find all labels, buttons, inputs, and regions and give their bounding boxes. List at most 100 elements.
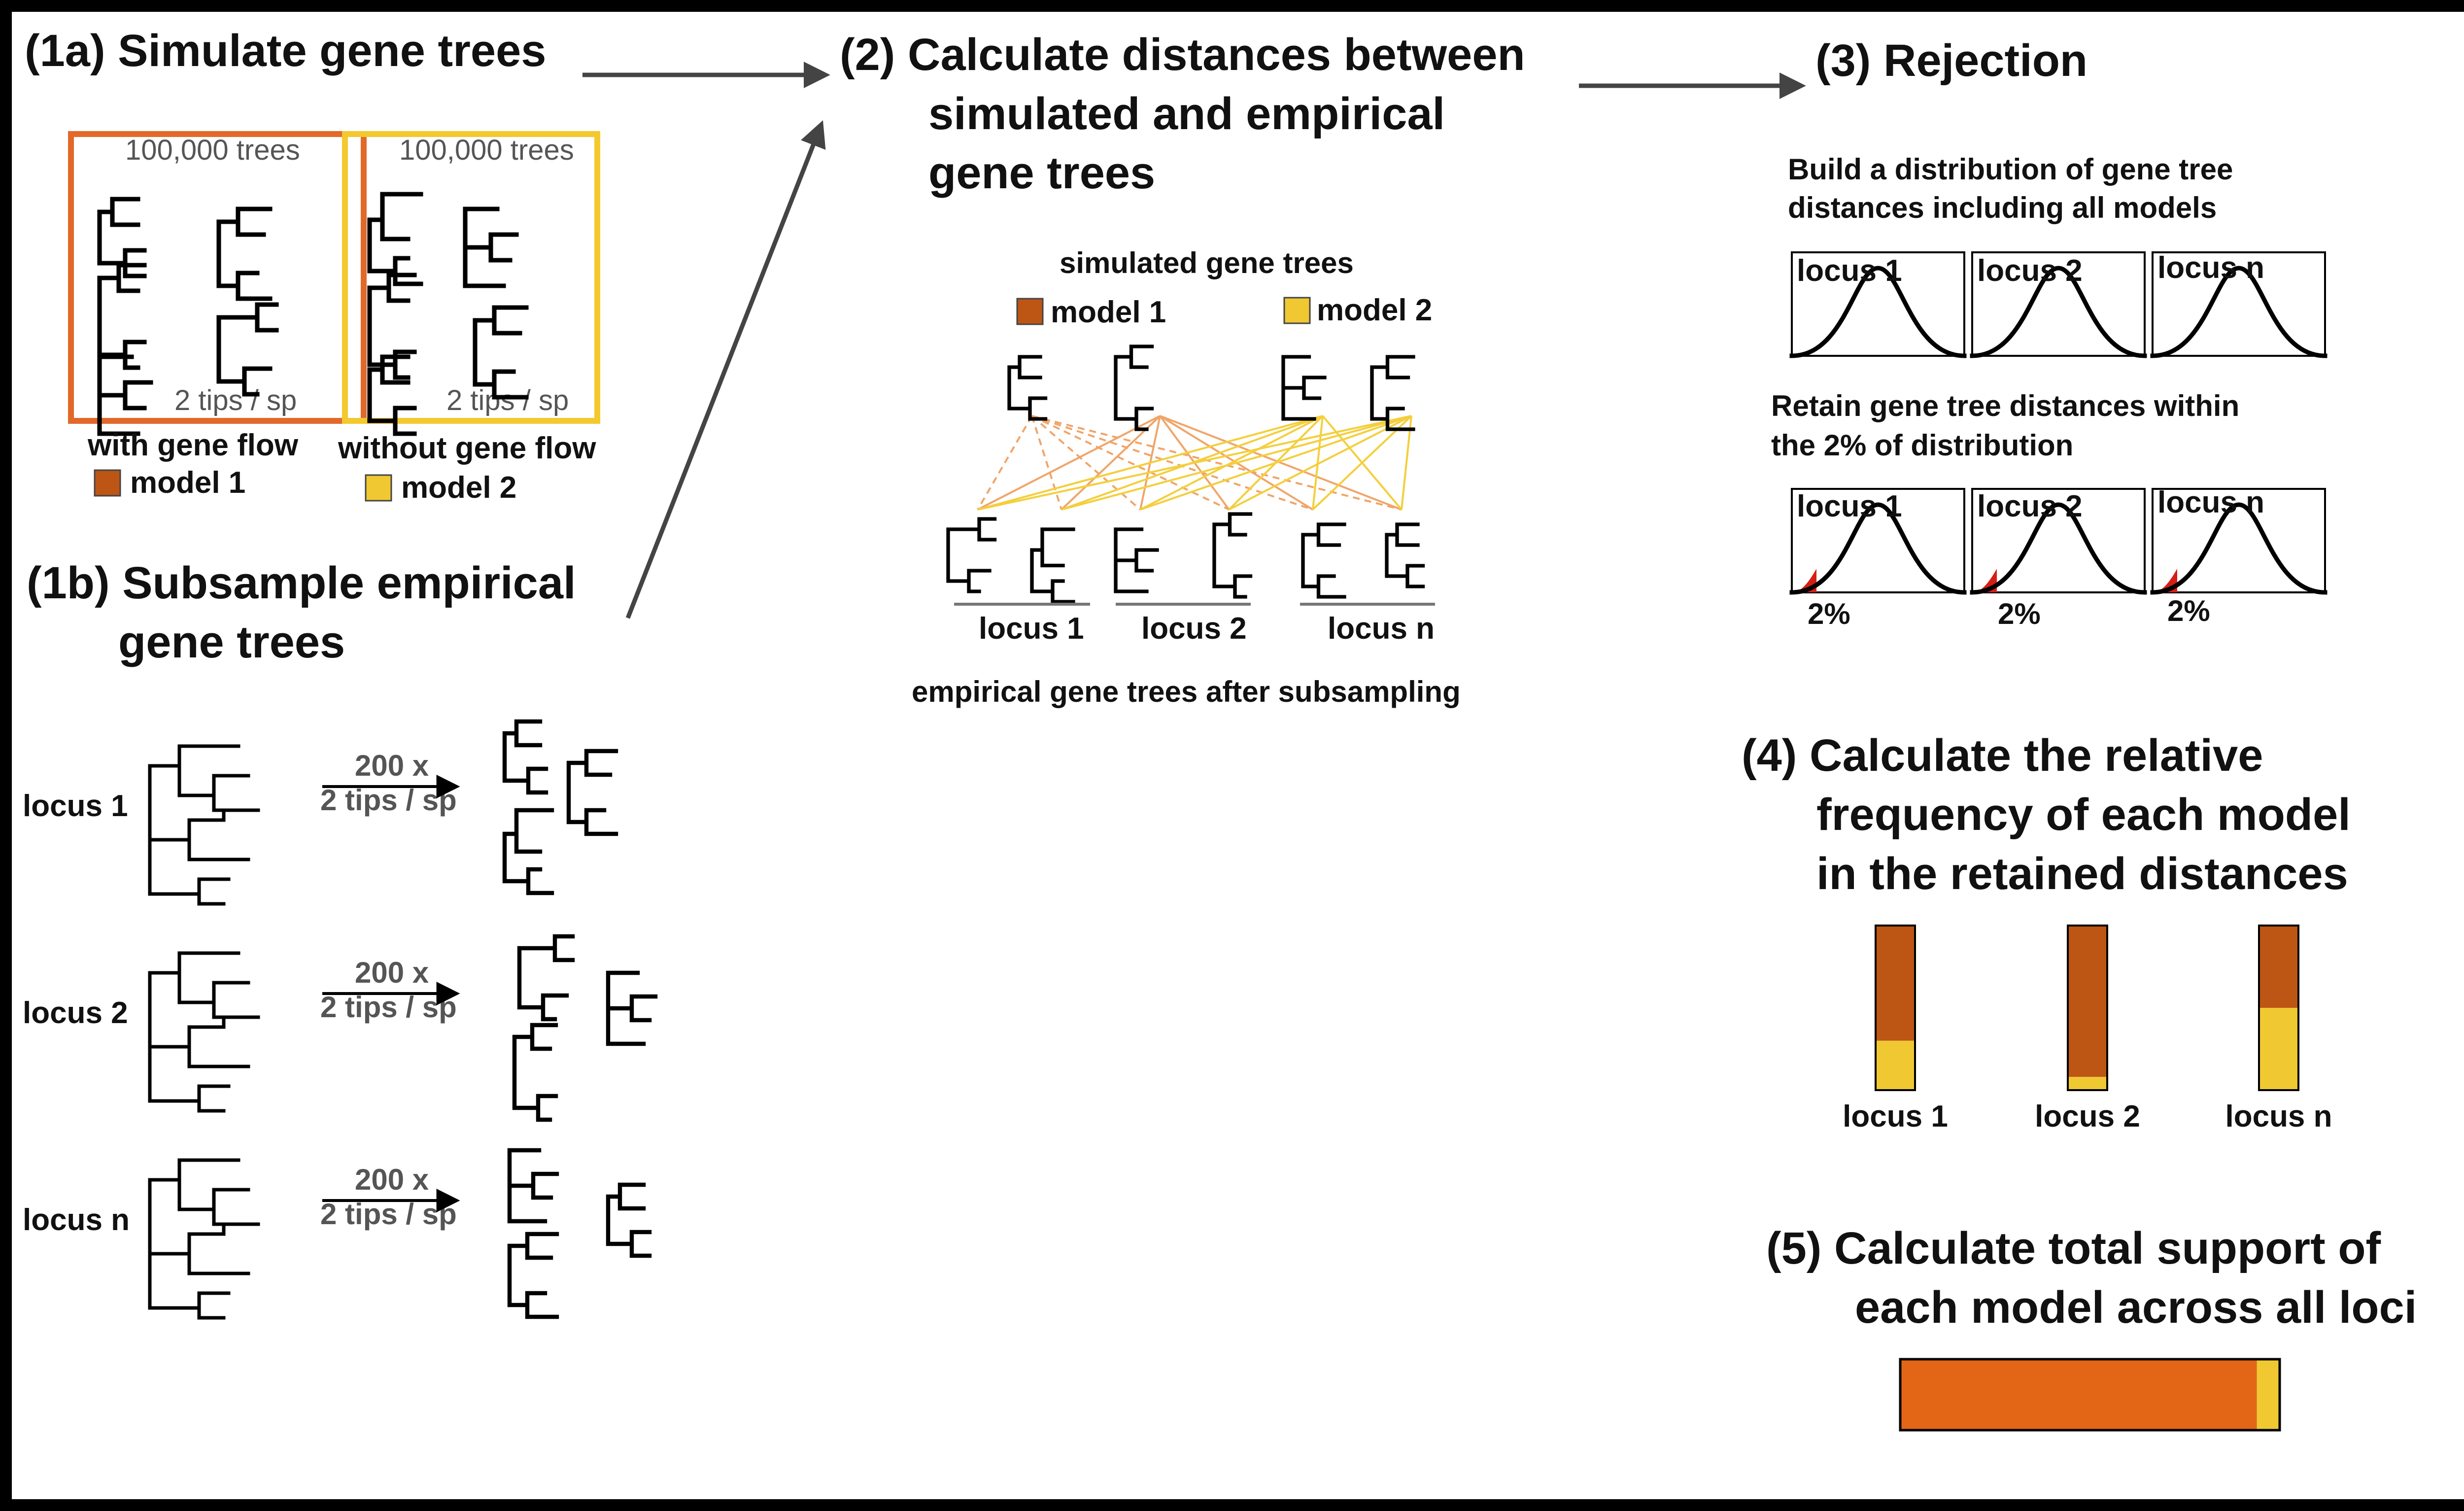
step2-title-line3: gene trees <box>928 148 1155 198</box>
simulated-tree-icon <box>216 206 273 301</box>
freq-bar-model1 <box>1876 926 1915 1041</box>
step3-title: (3) Rejection <box>1815 35 2088 86</box>
distance-line <box>1160 415 1402 511</box>
dist-locus1-label: locus 1 <box>1797 254 1902 288</box>
step2-model2-swatch <box>1283 297 1311 324</box>
step2-locusn-label: locus n <box>1328 612 1435 646</box>
total-bar-outline <box>1899 1358 2281 1432</box>
total-model2-segment <box>2257 1359 2280 1430</box>
step2-simulated-tree-icon <box>1114 344 1154 431</box>
distance-line <box>977 415 1161 511</box>
subsampled-tree-icon <box>502 808 554 895</box>
subsampled-tree-icon <box>507 1232 559 1319</box>
distance-line <box>1140 415 1323 511</box>
distribution-locusn: locus n <box>2150 251 2327 358</box>
threshold-locusn: 2% <box>2167 594 2210 627</box>
empirical-locus-tree-icon <box>148 951 260 1113</box>
simulated-tree-icon <box>216 302 279 397</box>
step2-simulated-tree-icon <box>1007 355 1048 421</box>
simulated-tree-icon <box>97 197 147 278</box>
step2-locus1-label: locus 1 <box>979 612 1084 646</box>
step2-empirical-tree-icon <box>946 517 997 593</box>
total-model1-segment <box>1900 1359 2257 1430</box>
locusn-replicates: 200 x <box>355 1163 429 1196</box>
threshold-locus2: 2% <box>1998 597 2041 630</box>
step2-empirical-tree-icon <box>1301 522 1346 599</box>
distance-line <box>1031 415 1141 511</box>
distance-line <box>1031 415 1313 511</box>
distance-line <box>1140 415 1412 511</box>
step4-title-line2: frequency of each model <box>1816 790 2351 840</box>
distance-line <box>977 415 1033 511</box>
model1-caption: with gene flow <box>87 428 299 462</box>
workflow-diagram: (1a) Simulate gene trees 100,000 trees 1… <box>12 12 2464 1499</box>
distance-line <box>1229 415 1412 511</box>
distance-line <box>1031 415 1230 511</box>
distribution-locus1: locus 1 <box>1789 251 1967 358</box>
step2-empirical-tree-icon <box>1212 512 1253 599</box>
step3-text1-line2: distances including all models <box>1788 191 2217 224</box>
distance-line <box>1061 415 1161 511</box>
empirical-tree-icons <box>148 719 658 1320</box>
freq-bar-model2 <box>2068 1077 2107 1090</box>
distance-line <box>1312 415 1412 511</box>
model1-legend-label: model 1 <box>130 466 245 500</box>
retained-locus2-label: locus 2 <box>1977 489 2083 523</box>
distribution-panels: locus 1 locus 2 locus n <box>1789 251 2327 358</box>
distance-line <box>977 415 1323 511</box>
step2-model1-swatch <box>1016 298 1044 325</box>
freq-bar-outline <box>2258 925 2299 1091</box>
subsampled-tree-icon <box>507 1148 559 1224</box>
distance-line <box>1031 415 1402 511</box>
retained-locusn: locus n 2% <box>2150 485 2327 627</box>
subsampled-tree-icon <box>502 719 548 795</box>
arrow-1b-to-2 <box>625 120 826 619</box>
model2-tree-count: 100,000 trees <box>399 134 574 166</box>
locus2-tips: 2 tips / sp <box>320 991 457 1024</box>
step2-caption: empirical gene trees after subsampling <box>912 675 1461 708</box>
simulated-tree-icon <box>463 206 519 288</box>
dist-locusn-label: locus n <box>2157 251 2264 285</box>
model2-simulation-box <box>342 131 600 424</box>
model1-tips-per-species: 2 tips / sp <box>174 384 297 416</box>
distribution-locus2: locus 2 <box>1970 251 2147 358</box>
simulated-trees-label: simulated gene trees <box>1060 246 1354 279</box>
retained-locus1: locus 1 2% <box>1789 488 1967 630</box>
retained-locus2: locus 2 2% <box>1970 488 2147 630</box>
distance-lines <box>977 415 1412 511</box>
threshold-locus1: 2% <box>1808 597 1850 630</box>
subsampled-tree-icon <box>512 1023 558 1122</box>
model2-tips-per-species: 2 tips / sp <box>446 384 569 416</box>
step1b-title-line2: gene trees <box>118 617 345 667</box>
simulated-tree-icon <box>367 273 417 380</box>
freq-bar-label: locus 2 <box>2035 1099 2140 1133</box>
step4-title-line1: (4) Calculate the relative <box>1742 730 2263 781</box>
subsampled-tree-icon <box>606 970 658 1046</box>
distance-line <box>977 415 1412 511</box>
locus1-tips: 2 tips / sp <box>320 784 457 817</box>
step3-text2-line2: the 2% of distribution <box>1771 429 2073 462</box>
step1a-title: (1a) Simulate gene trees <box>25 26 546 76</box>
step2-empirical-tree-icon <box>1114 527 1159 593</box>
model1-tree-count: 100,000 trees <box>125 134 300 166</box>
empirical-locus-tree-icon <box>148 744 260 906</box>
freq-bar-label: locus 1 <box>1843 1099 1948 1133</box>
model1-simulation-box <box>68 131 367 424</box>
simulated-tree-icons <box>97 192 529 436</box>
locusn-label: locus n <box>23 1203 130 1237</box>
step2-model2-label: model 2 <box>1317 293 1432 327</box>
freq-bar-model2 <box>1876 1040 1915 1090</box>
freq-bar-model1 <box>2068 926 2107 1077</box>
step3-text2-line1: Retain gene tree distances within <box>1771 389 2239 422</box>
step2-locus2-label: locus 2 <box>1141 612 1247 646</box>
locus1-replicates: 200 x <box>355 749 429 782</box>
locus2-replicates: 200 x <box>355 956 429 989</box>
step4-title-line3: in the retained distances <box>1816 849 2348 899</box>
freq-bar-outline <box>2067 925 2108 1091</box>
locus1-label: locus 1 <box>23 789 128 823</box>
empirical-locus-tree-icon <box>148 1158 260 1320</box>
freq-bar-model1 <box>2259 926 2298 1008</box>
subsampled-tree-icon <box>566 749 618 836</box>
step1b-title-line1: (1b) Subsample empirical <box>27 558 576 608</box>
